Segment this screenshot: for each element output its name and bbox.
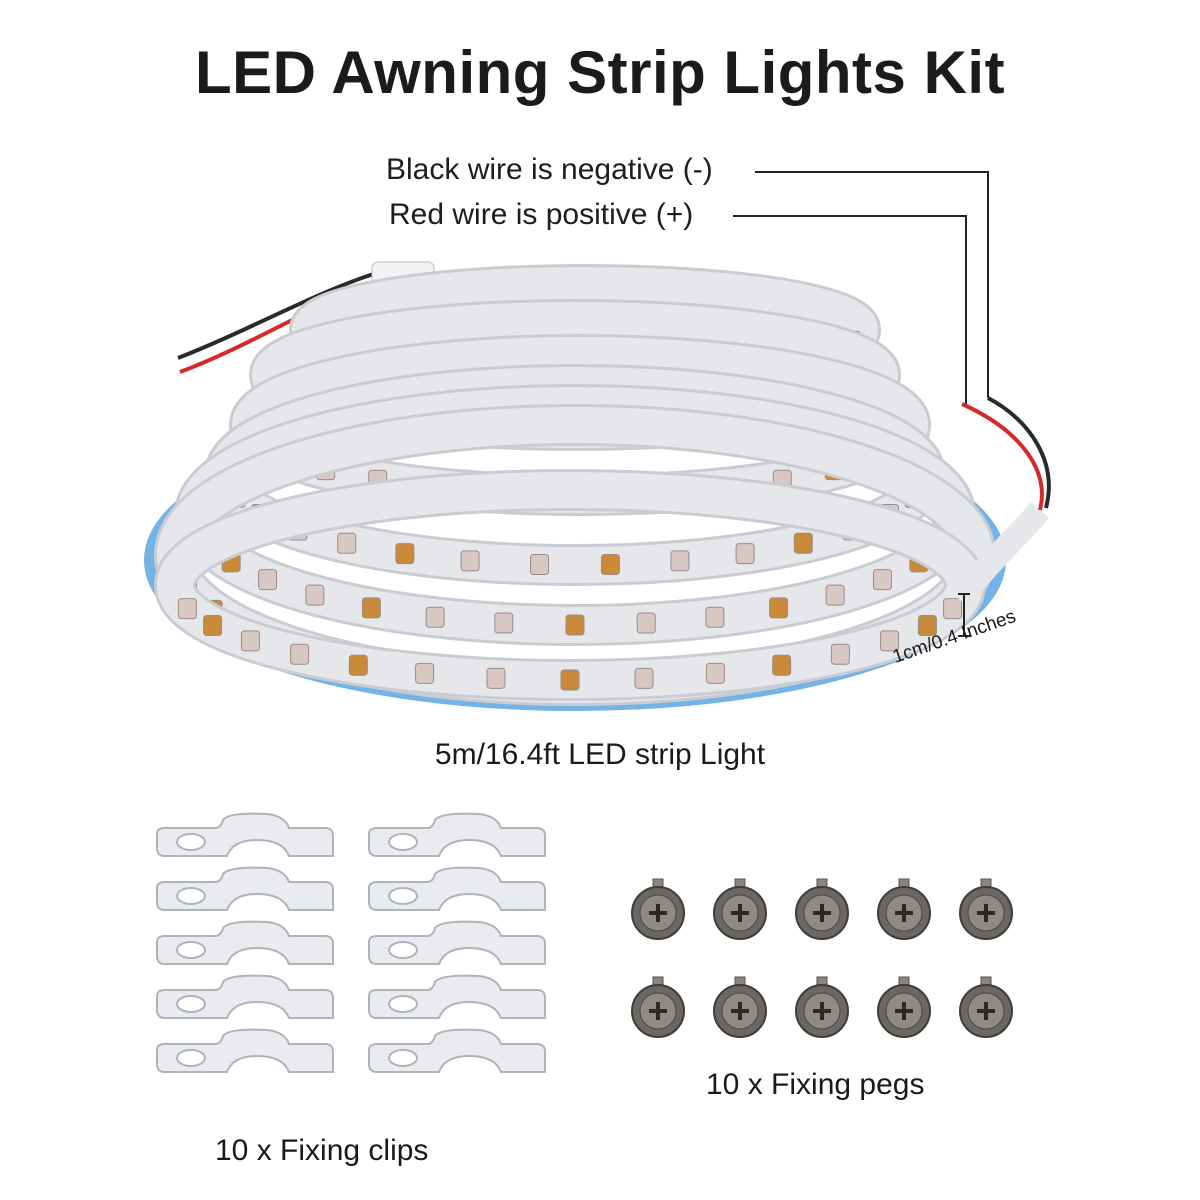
- clips-caption: 10 x Fixing clips: [215, 1134, 429, 1167]
- left-black-wire: [177, 270, 381, 360]
- led-chip: [240, 630, 260, 652]
- fixing-peg-icon: [713, 878, 767, 940]
- fixing-clip-icon: [368, 866, 546, 911]
- fixing-peg-icon: [795, 878, 849, 940]
- fixing-peg-icon: [877, 878, 931, 940]
- fixing-peg-icon: [959, 976, 1013, 1038]
- right-red-wire: [961, 402, 1044, 511]
- fixing-clip-icon: [368, 812, 546, 857]
- led-chip: [460, 550, 480, 572]
- led-chip: [880, 630, 900, 652]
- fixing-clip-icon: [156, 866, 334, 911]
- fixing-clip-icon: [156, 1028, 334, 1073]
- resistor-pad: [772, 654, 792, 676]
- led-chip: [705, 662, 725, 684]
- resistor-pad: [769, 597, 789, 619]
- led-chip: [425, 606, 445, 628]
- led-chip: [494, 612, 514, 634]
- resistor-pad: [565, 614, 585, 636]
- fixing-peg-icon: [877, 976, 931, 1038]
- resistor-pad: [600, 554, 620, 576]
- fixing-clip-icon: [368, 1028, 546, 1073]
- led-chip: [258, 569, 278, 591]
- led-chip: [636, 612, 656, 634]
- resistor-pad: [793, 532, 813, 554]
- width-bracket: [958, 593, 970, 637]
- strip-caption: 5m/16.4ft LED strip Light: [434, 738, 766, 771]
- led-chip: [530, 554, 550, 576]
- led-chip: [825, 584, 845, 606]
- resistor-pad: [395, 543, 415, 565]
- fixing-peg-icon: [631, 878, 685, 940]
- led-chip: [337, 532, 357, 554]
- led-chip: [670, 550, 690, 572]
- led-chip: [705, 606, 725, 628]
- led-chip: [872, 569, 892, 591]
- negative-leader-line: [755, 171, 989, 398]
- led-chip: [943, 598, 963, 620]
- fixing-peg-icon: [631, 976, 685, 1038]
- fixing-clip-icon: [368, 974, 546, 1019]
- resistor-pad: [361, 597, 381, 619]
- callout-leader-lines: [733, 171, 989, 404]
- positive-wire-label: Red wire is positive (+): [389, 198, 694, 231]
- fixing-clip-icon: [368, 920, 546, 965]
- fixing-clip-icon: [156, 974, 334, 1019]
- led-strip-reel-icon: [144, 261, 1051, 711]
- led-chip: [634, 667, 654, 689]
- led-chip: [305, 584, 325, 606]
- negative-wire-label: Black wire is negative (-): [386, 153, 713, 186]
- page-title: LED Awning Strip Lights Kit: [194, 39, 1006, 106]
- fixing-peg-icon: [713, 976, 767, 1038]
- resistor-pad: [348, 654, 368, 676]
- fixing-peg-icon: [959, 878, 1013, 940]
- fixing-clip-icon: [156, 920, 334, 965]
- right-black-wire: [987, 396, 1051, 509]
- led-chip: [415, 662, 435, 684]
- led-chip: [735, 543, 755, 565]
- led-chip: [177, 598, 197, 620]
- fixing-peg-icon: [795, 976, 849, 1038]
- strip-tail: [950, 502, 1050, 608]
- led-chip: [486, 667, 506, 689]
- fixing-clip-icon: [156, 812, 334, 857]
- fixing-clips-group: [156, 812, 546, 1073]
- pegs-caption: 10 x Fixing pegs: [706, 1068, 925, 1101]
- resistor-pad: [203, 614, 223, 636]
- resistor-pad: [560, 669, 580, 691]
- resistor-pad: [917, 614, 937, 636]
- led-chip: [830, 643, 850, 665]
- fixing-pegs-group: [631, 878, 1013, 1038]
- positive-leader-line: [733, 215, 967, 404]
- led-chip: [290, 643, 310, 665]
